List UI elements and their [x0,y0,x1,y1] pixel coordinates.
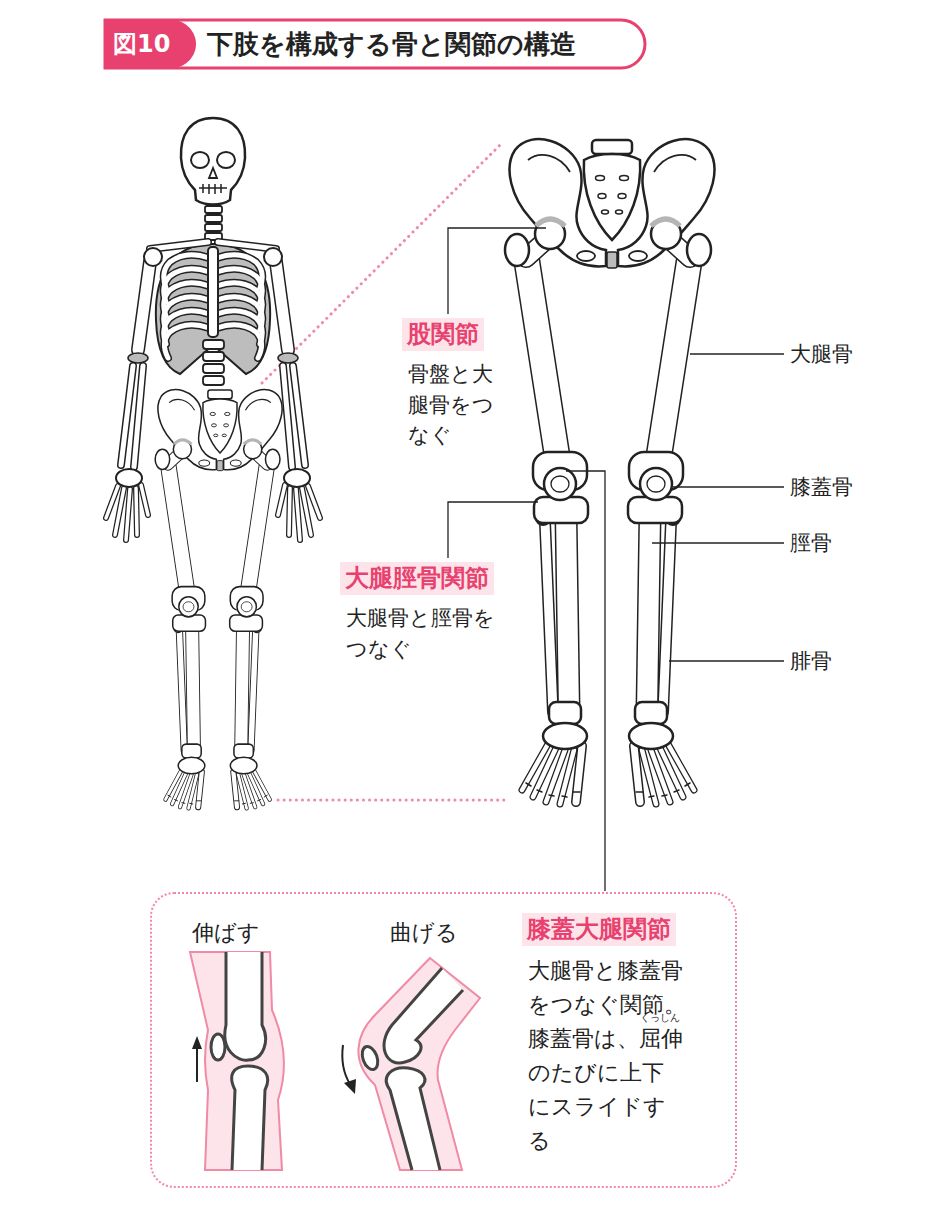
joint-name: 膝蓋大腿関節 [522,913,676,946]
bone-name: 脛骨 [790,529,832,557]
title-text: 下肢を構成する骨と関節の構造 [207,27,576,62]
panel-box: 伸ばす 曲げる 膝蓋大腿関節大腿骨と膝蓋骨をつなぐ関節。膝蓋骨は、屈伸のたびに上下に… [150,892,737,1188]
joint-name: 股関節 [402,318,484,351]
motion-label: 伸ばす [192,918,260,948]
joint-callout: 股関節骨盤と大腿骨をつなぐ [402,318,496,451]
joint-name: 大腿脛骨関節 [340,562,494,595]
bone-name: 膝蓋骨 [790,473,853,501]
joint-callout: 大腿脛骨関節大腿骨と脛骨をつなぐ [340,562,497,664]
bone-name: 腓骨 [790,647,832,675]
joint-description: 骨盤と大腿骨をつなぐ [408,359,496,450]
bone-name: 大腿骨 [790,340,853,368]
joint-description: 大腿骨と脛骨をつなぐ [346,603,497,664]
joint-callout: 膝蓋大腿関節大腿骨と膝蓋骨をつなぐ関節。膝蓋骨は、屈伸のたびに上下にスライドする… [522,913,686,1158]
figure-number: 図10 [113,28,170,60]
joint-description: 大腿骨と膝蓋骨をつなぐ関節。膝蓋骨は、屈伸のたびに上下にスライドするくっしん [528,954,686,1158]
furigana: くっしん [640,1013,680,1023]
motion-label: 曲げる [390,918,458,948]
